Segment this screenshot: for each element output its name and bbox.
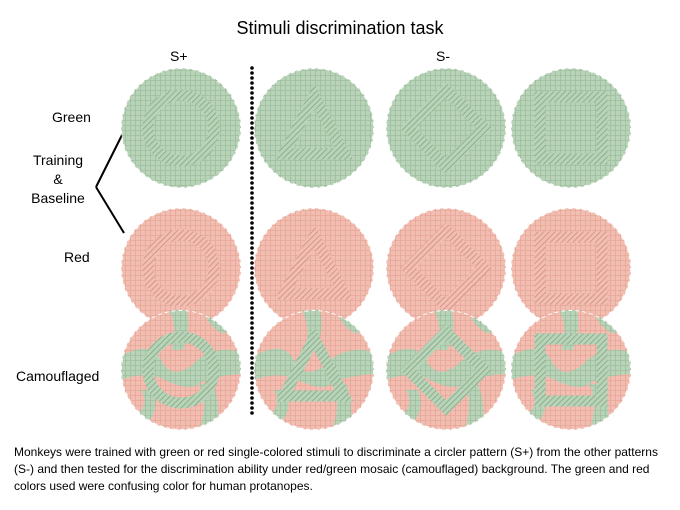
stimulus-camo-diamond — [386, 310, 506, 430]
stimulus-camo-triangle — [254, 310, 374, 430]
training-line-3: Baseline — [31, 190, 85, 206]
stimulus-green-square — [511, 68, 631, 188]
stimulus-red-triangle — [254, 208, 374, 328]
header-s-minus: S- — [436, 48, 450, 64]
stimulus-camo-square — [511, 310, 631, 430]
training-line-1: Training — [32, 152, 84, 168]
row-label-green: Green — [52, 109, 91, 125]
stimulus-red-circle — [121, 208, 241, 328]
training-line-2: & — [53, 171, 63, 187]
stimulus-camo-circle — [121, 310, 241, 430]
figure-title: Stimuli discrimination task — [236, 18, 444, 38]
training-bracket — [95, 130, 125, 234]
stimulus-green-circle — [121, 68, 241, 188]
header-s-plus: S+ — [170, 48, 188, 64]
row-label-training-baseline: Training & Baseline — [20, 151, 96, 208]
stimulus-red-square — [511, 208, 631, 328]
row-label-camouflaged: Camouflaged — [16, 368, 100, 384]
stimulus-green-triangle — [254, 68, 374, 188]
s-plus-divider — [250, 66, 254, 415]
row-label-red: Red — [64, 249, 90, 265]
stimulus-green-diamond — [386, 68, 506, 188]
stimulus-red-diamond — [386, 208, 506, 328]
figure-caption: Monkeys were trained with green or red s… — [14, 445, 658, 493]
